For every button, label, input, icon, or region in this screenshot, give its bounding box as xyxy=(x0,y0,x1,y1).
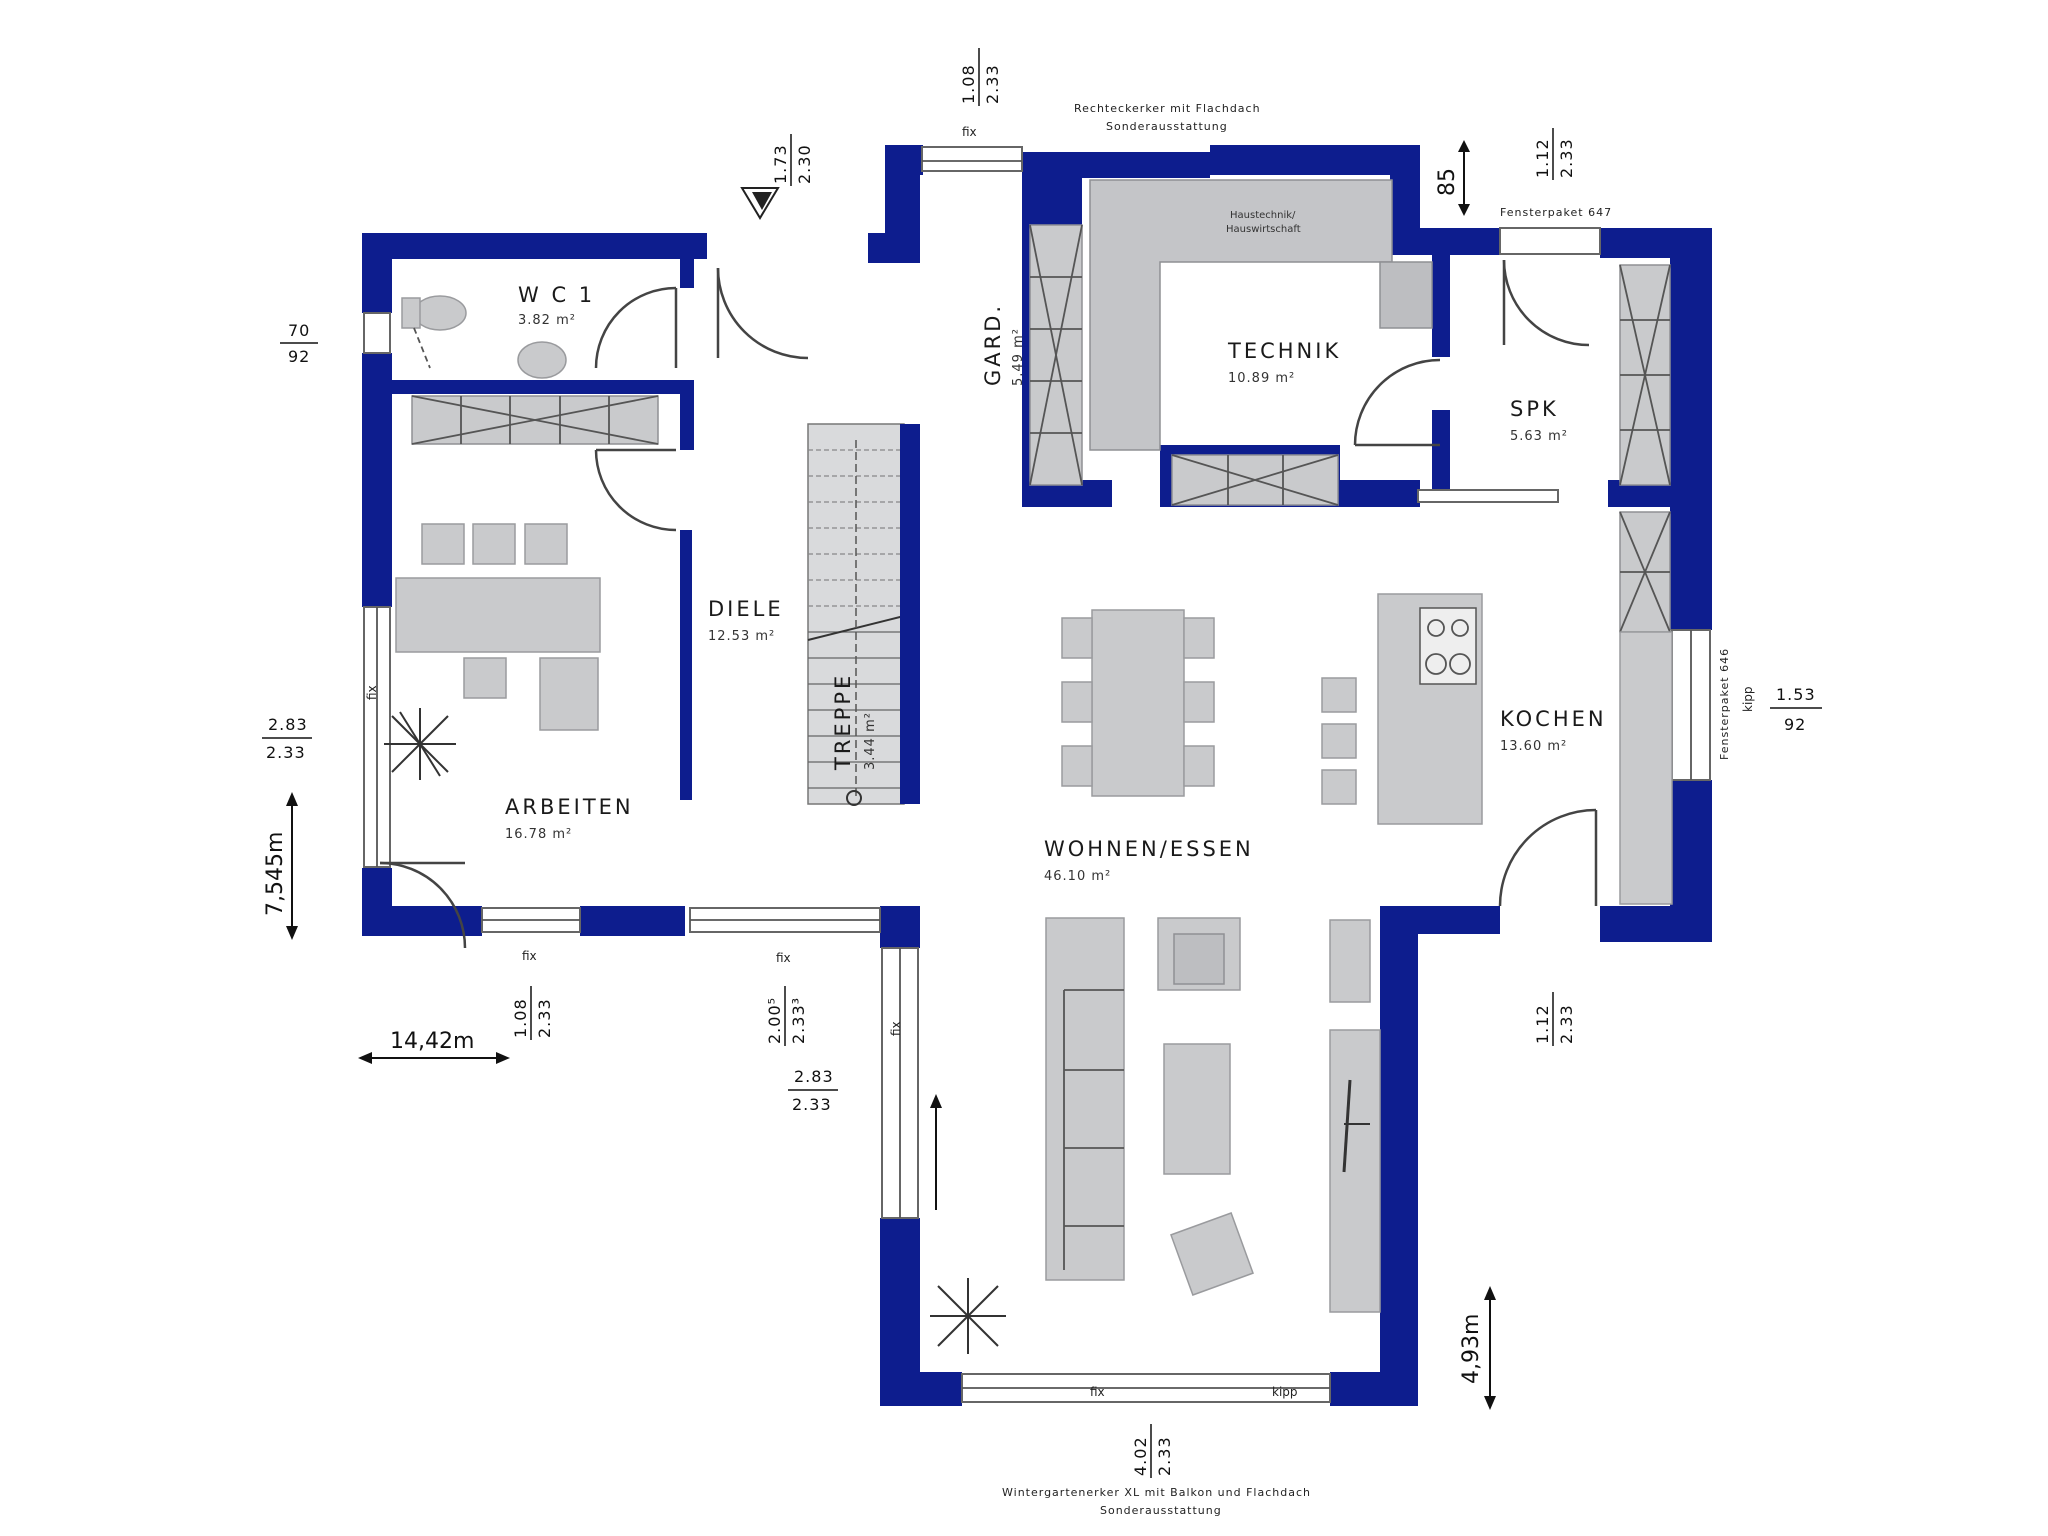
label-fix-bottom-mid: fix xyxy=(776,951,791,965)
room-gard-name: GARD. xyxy=(981,303,1005,386)
room-wc-name: W C 1 xyxy=(518,283,595,307)
dim-arbeiten-left-den: 2.33 xyxy=(266,743,306,762)
window-labels: fix fix fix fix fix fix kipp kipp xyxy=(365,125,1755,1399)
dim-length-1442: 14,42m xyxy=(390,1029,474,1054)
room-labels: W C 1 3.82 m² ARBEITEN 16.78 m² DIELE 12… xyxy=(505,210,1607,884)
dining-set xyxy=(1061,609,1215,797)
arbeiten-cabinets xyxy=(411,395,659,445)
dim-wintergarten-den: 2.33 xyxy=(1155,1436,1174,1476)
room-treppe-area: 3.44 m² xyxy=(863,712,878,770)
doors xyxy=(379,259,1598,949)
dim-spk-num: 1.12 xyxy=(1533,138,1552,178)
technik-sub2: Hauswirtschaft xyxy=(1226,224,1301,235)
dim-door-num: 1.73 xyxy=(771,144,790,184)
windows xyxy=(363,146,1711,1403)
dim-spk-den: 2.33 xyxy=(1557,138,1576,178)
spk-shelves xyxy=(1619,264,1671,486)
room-arbeiten-name: ARBEITEN xyxy=(505,795,634,819)
dim-wc-num: 70 xyxy=(288,321,310,340)
note-rechteckerker-1: Rechteckerker mit Flachdach xyxy=(1074,102,1261,115)
room-arbeiten-area: 16.78 m² xyxy=(505,827,572,842)
room-gard-area: 5.49 m² xyxy=(1011,328,1026,386)
dim-length-7545: 7,545m xyxy=(263,832,288,916)
room-diele-name: DIELE xyxy=(708,597,784,621)
label-fix-living-left: fix xyxy=(889,1021,903,1036)
label-fix-bottom: fix xyxy=(1090,1385,1105,1399)
room-wohnen-area: 46.10 m² xyxy=(1044,869,1111,884)
dim-top-window-num: 1.08 xyxy=(959,64,978,104)
dim-kochen-door-den: 2.33 xyxy=(1557,1004,1576,1044)
wc-furniture xyxy=(401,295,567,379)
dim-length-493: 4,93m xyxy=(1459,1314,1484,1384)
dim-bottom-left-num: 1.08 xyxy=(511,998,530,1038)
dim-kochen-right-den: 92 xyxy=(1784,715,1806,734)
technik-block xyxy=(1089,179,1433,506)
label-kipp-bottom: kipp xyxy=(1272,1385,1298,1399)
note-wintergarten-2: Sonderausstattung xyxy=(1100,1504,1222,1517)
dim-bottom-left-den: 2.33 xyxy=(535,998,554,1038)
gard-cabinets xyxy=(1029,224,1083,486)
room-kochen-area: 13.60 m² xyxy=(1500,739,1567,754)
room-technik-name: TECHNIK xyxy=(1227,339,1341,363)
dim-depth-85: 85 xyxy=(1435,168,1460,196)
desk-set xyxy=(395,523,601,731)
dim-arbeiten-left-num: 2.83 xyxy=(268,715,308,734)
dim-bottom-mid2-den: 2.33 xyxy=(792,1095,832,1114)
label-fix-top: fix xyxy=(962,125,977,139)
notes: Rechteckerker mit Flachdach Sonderaussta… xyxy=(1002,102,1731,1517)
kitchen-units xyxy=(1321,511,1673,905)
label-fix-bottom-left: fix xyxy=(522,949,537,963)
living-furniture xyxy=(1045,917,1381,1313)
note-wintergarten-1: Wintergartenerker XL mit Balkon und Flac… xyxy=(1002,1486,1311,1499)
dim-bottom-mid-num: 2.00⁵ xyxy=(765,997,784,1044)
dim-door-den: 2.30 xyxy=(795,144,814,184)
note-fensterpaket-646: Fensterpaket 646 xyxy=(1718,648,1731,760)
plant-living xyxy=(930,1278,1006,1354)
stairs xyxy=(807,423,920,806)
technik-sub1: Haustechnik/ xyxy=(1230,210,1296,221)
label-kipp-right: kipp xyxy=(1741,686,1755,712)
room-wohnen-name: WOHNEN/ESSEN xyxy=(1044,837,1254,861)
label-fix-arbeiten-left: fix xyxy=(365,685,379,700)
plant-arbeiten xyxy=(384,708,456,780)
dim-kochen-door-num: 1.12 xyxy=(1533,1004,1552,1044)
dim-kochen-right-num: 1.53 xyxy=(1776,685,1816,704)
room-treppe-name: TREPPE xyxy=(831,673,855,771)
dim-bottom-mid-den: 2.33³ xyxy=(789,997,808,1044)
dim-bottom-mid2-num: 2.83 xyxy=(794,1067,834,1086)
note-rechteckerker-2: Sonderausstattung xyxy=(1106,120,1228,133)
room-spk-name: SPK xyxy=(1510,397,1559,421)
dim-wc-den: 92 xyxy=(288,347,310,366)
room-wc-area: 3.82 m² xyxy=(518,313,576,328)
room-diele-area: 12.53 m² xyxy=(708,629,775,644)
note-fensterpaket-647: Fensterpaket 647 xyxy=(1500,206,1612,219)
room-spk-area: 5.63 m² xyxy=(1510,429,1568,444)
room-technik-area: 10.89 m² xyxy=(1228,371,1295,386)
room-kochen-name: KOCHEN xyxy=(1500,707,1607,731)
dim-top-window-den: 2.33 xyxy=(983,64,1002,104)
dimensions: 1.08 2.33 1.73 2.30 70 92 1.12 2.33 85 2… xyxy=(262,48,1822,1478)
dim-wintergarten-num: 4.02 xyxy=(1131,1436,1150,1476)
